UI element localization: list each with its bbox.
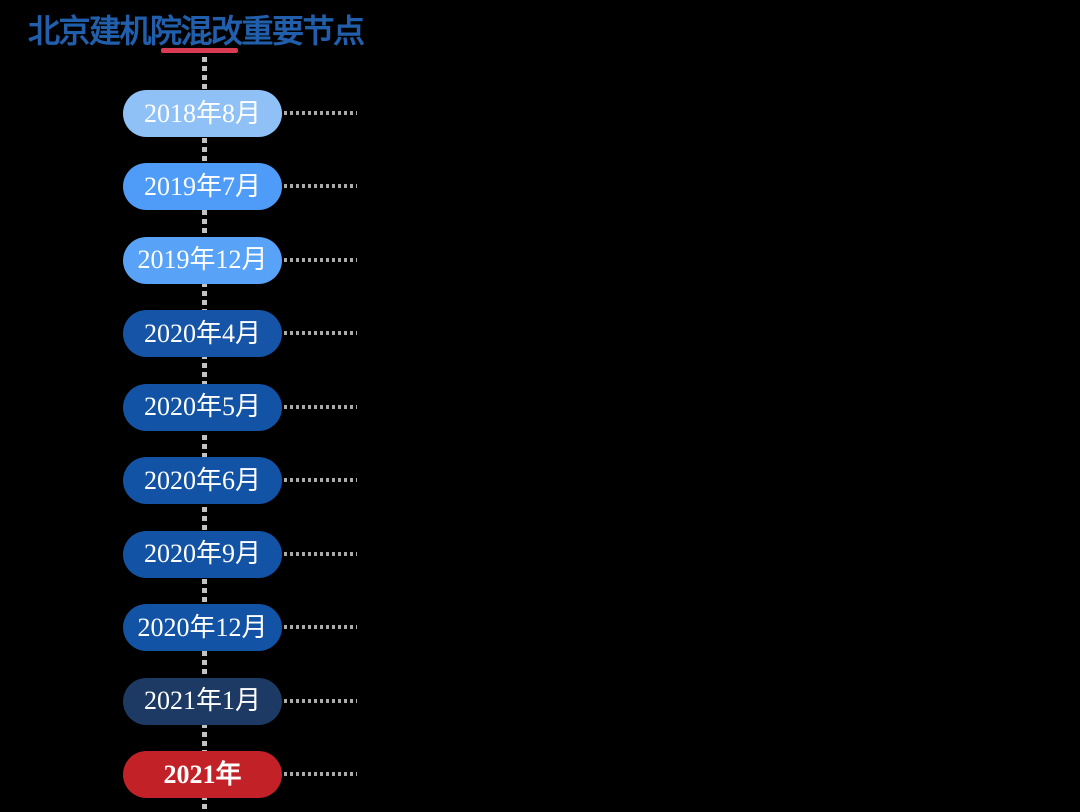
timeline-row: 2019年7月 [0, 163, 400, 211]
timeline-row: 2020年12月 [0, 604, 400, 652]
timeline-leader-line [284, 551, 357, 556]
timeline-leader-line [284, 698, 357, 703]
timeline-leader-line [284, 111, 357, 115]
timeline-pill: 2019年12月 [123, 236, 282, 284]
timeline-leader-line [284, 625, 357, 630]
timeline-pill-label: 2020年4月 [143, 318, 261, 348]
timeline-leader-line [284, 478, 357, 483]
timeline-axis-dashed-line [202, 57, 207, 812]
timeline-pill: 2020年9月 [123, 530, 282, 578]
timeline-pill-label: 2020年12月 [137, 612, 268, 642]
timeline-row: 2020年6月 [0, 457, 400, 505]
timeline-pill-label: 2019年12月 [137, 245, 268, 275]
timeline-pill-label: 2021年1月 [143, 686, 261, 716]
timeline-pill: 2020年12月 [123, 604, 282, 652]
timeline-row: 2021年 [0, 751, 400, 799]
timeline-pill: 2020年5月 [123, 383, 282, 431]
timeline-pill-label: 2020年9月 [143, 539, 261, 569]
timeline-rows: 2018年8月 2019年7月 2019年12月 2020年4月 2020年5月… [0, 0, 420, 812]
timeline-pill: 2020年4月 [123, 310, 282, 358]
timeline-pill: 2019年7月 [123, 163, 282, 211]
timeline-row: 2021年1月 [0, 677, 400, 725]
timeline-row: 2020年5月 [0, 383, 400, 431]
timeline-pill: 2021年1月 [123, 677, 282, 725]
title-underline [161, 48, 238, 53]
timeline-pill-label: 2021年 [163, 759, 242, 789]
timeline-row: 2018年8月 [0, 90, 400, 137]
timeline-row: 2020年9月 [0, 530, 400, 578]
timeline-pill: 2020年6月 [123, 457, 282, 505]
page-title: 北京建机院混改重要节点 [28, 13, 365, 49]
timeline-leader-line [284, 184, 357, 189]
timeline-row: 2019年12月 [0, 236, 400, 284]
timeline-pill: 2018年8月 [123, 90, 282, 137]
timeline-row: 2020年4月 [0, 310, 400, 358]
timeline-leader-line [284, 331, 357, 336]
timeline-pill-label: 2018年8月 [143, 98, 261, 128]
timeline-leader-line [284, 257, 357, 262]
timeline-pill-label: 2019年7月 [143, 171, 261, 201]
timeline-pill-label: 2020年5月 [143, 392, 261, 422]
timeline-leader-line [284, 404, 357, 409]
timeline-leader-line [284, 772, 357, 777]
timeline-pill-label: 2020年6月 [143, 465, 261, 495]
timeline-pill: 2021年 [123, 751, 282, 799]
